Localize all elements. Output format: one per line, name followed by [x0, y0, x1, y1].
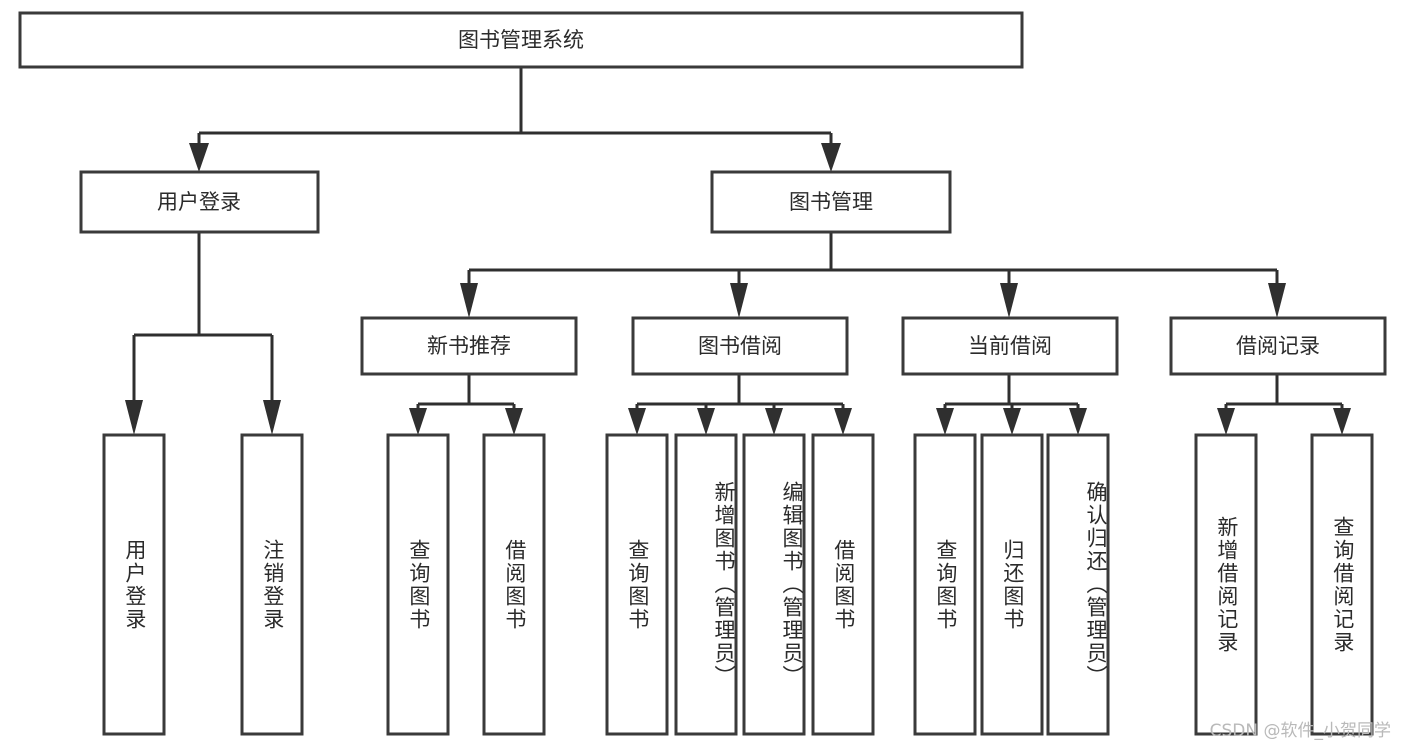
node-new-book-label: 新书推荐	[427, 334, 511, 358]
arrow-head-leaf-ul-1	[263, 400, 281, 435]
node-user-login-box[interactable]	[79, 170, 320, 234]
node-leaf-bb-3-box[interactable]	[811, 433, 875, 736]
node-user-login-label: 用户登录	[157, 190, 241, 214]
node-book-borrow-label: 图书借阅	[698, 334, 782, 358]
node-leaf-bb-0-box[interactable]	[605, 433, 669, 736]
arrow-head-book-manage	[821, 143, 841, 172]
node-leaf-bb-1-box[interactable]	[674, 433, 738, 736]
node-leaf-nb-1-box[interactable]	[482, 433, 546, 736]
arrow-head-leaf-bb-0	[628, 408, 646, 435]
arrow-head-book-borrow	[730, 283, 748, 318]
node-leaf-cb-2-box[interactable]	[1046, 433, 1110, 736]
connectors-new-book-to-leaves	[409, 374, 523, 435]
node-leaf-nb-0-box[interactable]	[386, 433, 450, 736]
node-current-borrow-label: 当前借阅	[968, 334, 1052, 358]
watermark-text: CSDN @软件_小贺同学	[1209, 721, 1391, 741]
arrow-head-leaf-nb-0	[409, 408, 427, 435]
node-current-borrow-box[interactable]	[901, 316, 1119, 376]
arrow-head-leaf-cb-2	[1069, 408, 1087, 435]
connectors-book-manage-to-level2	[460, 232, 1286, 318]
arrow-head-new-book	[460, 283, 478, 318]
node-root-label: 图书管理系统	[458, 28, 584, 52]
node-borrow-record-label: 借阅记录	[1236, 334, 1320, 358]
arrow-head-leaf-ul-0	[125, 400, 143, 435]
node-book-manage-box[interactable]	[710, 170, 952, 234]
node-borrow-record-box[interactable]	[1169, 316, 1387, 376]
node-leaf-cb-1-box[interactable]	[980, 433, 1044, 736]
node-leaf-br-0-box[interactable]	[1194, 433, 1258, 736]
arrow-head-leaf-br-0	[1217, 408, 1235, 435]
node-leaf-bb-2-box[interactable]	[742, 433, 806, 736]
arrow-head-leaf-nb-1	[505, 408, 523, 435]
arrow-head-leaf-bb-2	[765, 408, 783, 435]
node-leaf-br-1-box[interactable]	[1310, 433, 1374, 736]
arrow-head-user-login	[189, 143, 209, 172]
node-new-book-box[interactable]	[360, 316, 578, 376]
arrow-head-borrow-record	[1268, 283, 1286, 318]
connectors-book-borrow-to-leaves	[628, 374, 852, 435]
arrow-head-leaf-cb-1	[1003, 408, 1021, 435]
connectors-borrow-record-to-leaves	[1217, 374, 1351, 435]
connectors-current-borrow-to-leaves	[936, 374, 1087, 435]
node-book-manage-label: 图书管理	[789, 190, 873, 214]
node-leaf-ul-1-box[interactable]	[240, 433, 304, 736]
connectors-user-login-to-leaves	[125, 232, 281, 435]
arrow-head-leaf-cb-0	[936, 408, 954, 435]
arrow-head-current-borrow	[1000, 283, 1018, 318]
arrow-head-leaf-bb-3	[834, 408, 852, 435]
node-leaf-cb-0-box[interactable]	[913, 433, 977, 736]
node-book-borrow-box[interactable]	[631, 316, 849, 376]
arrow-head-leaf-br-1	[1333, 408, 1351, 435]
connectors-root-to-level1	[189, 67, 841, 172]
arrow-head-leaf-bb-1	[697, 408, 715, 435]
node-leaf-ul-0-box[interactable]	[102, 433, 166, 736]
node-root-box[interactable]	[18, 11, 1024, 69]
